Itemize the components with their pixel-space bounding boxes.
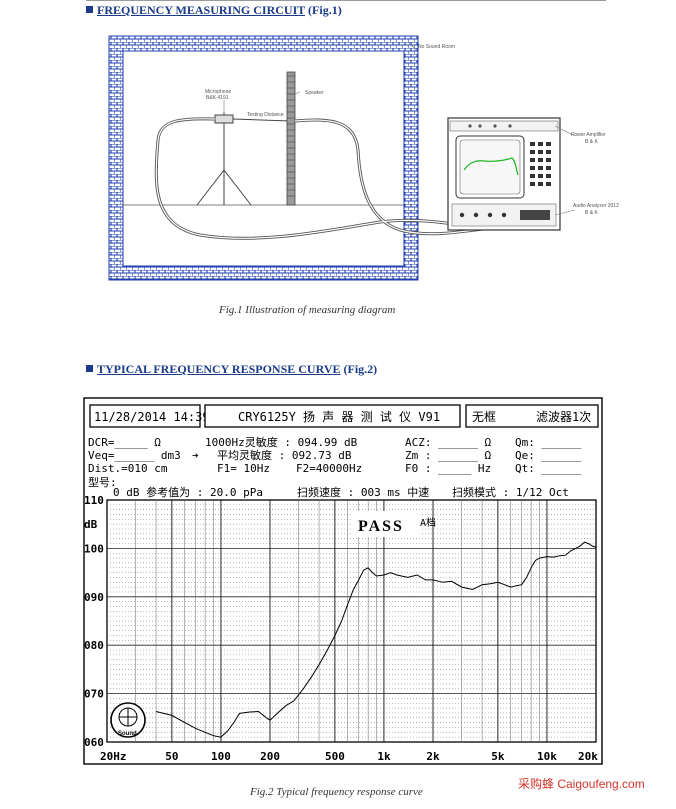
response-curve-line <box>155 541 597 738</box>
pass-badge: PASS A档 <box>352 511 436 537</box>
label-amplifier-brand: B & K <box>585 139 598 145</box>
x-tick-label: 2k <box>426 750 440 763</box>
param-reference: 0 dB 参考值为 : 20.0 pPa <box>113 485 263 499</box>
bullet-square-icon <box>86 365 93 372</box>
param-zm: Zm : ______ Ω <box>405 449 491 462</box>
label-room: No Sound Room <box>418 44 455 50</box>
header-filter: 滤波器1次 <box>536 410 591 424</box>
fig1-caption: Fig.1 Illustration of measuring diagram <box>219 304 396 316</box>
diagram-labels: No Sound Room Microphone B&K 4191 Testin… <box>205 44 619 216</box>
param-sensitivity: 1000Hz灵敏度 : 094.99 dB <box>205 435 358 449</box>
x-tick-label: 100 <box>211 750 231 763</box>
plot-grid <box>106 499 597 743</box>
speaker-column <box>286 71 296 206</box>
param-qt: Qt: ______ <box>515 462 582 475</box>
y-tick-label: 060 <box>84 736 104 749</box>
pass-label: PASS <box>358 518 404 535</box>
cables-inner <box>155 118 521 239</box>
section-heading-response-ref: (Fig.2) <box>343 362 378 376</box>
gear-label: A档 <box>420 516 436 529</box>
screen-header: 11/28/2014 14:39 CRY6125Y 扬 声 器 测 试 仪 V9… <box>89 404 599 428</box>
param-dcr: DCR=_____ Ω <box>88 436 161 449</box>
bullet-square-icon <box>86 6 93 13</box>
section-heading-response-link[interactable]: TYPICAL FREQUENCY RESPONSE CURVE <box>97 362 341 376</box>
param-qm: Qm: ______ <box>515 436 582 449</box>
y-tick-label: 080 <box>84 639 104 652</box>
watermark-text: 采购蜂 Caigoufeng.com <box>518 777 645 791</box>
label-speaker: Speaker <box>305 90 324 96</box>
x-tick-label: 5k <box>491 750 505 763</box>
section-heading-circuit-ref: (Fig.1) <box>308 3 342 17</box>
param-veq: Veq=______ dm3 <box>88 449 181 462</box>
screen-frame <box>83 397 603 765</box>
label-microphone-model: B&K 4191 <box>206 95 229 101</box>
param-f1: F1= 10Hz <box>217 462 270 475</box>
y-tick-label: dB <box>84 518 98 531</box>
label-analyzer-brand: B & K <box>585 210 598 216</box>
header-frame: 无框 <box>472 410 496 424</box>
label-distance: Testing Distance <box>247 112 284 118</box>
y-tick-label: 100 <box>84 542 104 555</box>
label-amplifier: Power Amplifier <box>571 132 606 138</box>
label-microphone: Microphone <box>205 89 231 95</box>
top-rule <box>86 0 606 1</box>
fig2-caption: Fig.2 Typical frequency response curve <box>250 786 423 798</box>
label-analyzer: Audio Analyzer 2012 <box>573 203 619 209</box>
param-sweep-speed: 扫频速度 : 003 ms 中速 <box>297 485 429 499</box>
y-tick-label: 070 <box>84 688 104 701</box>
leader-lines <box>223 41 576 216</box>
param-qe: Qe: ______ <box>515 449 582 462</box>
param-f0: F0 : _____ Hz <box>405 462 491 475</box>
y-tick-label: 110 <box>84 494 104 507</box>
header-datetime: 11/28/2014 14:39 <box>94 410 210 424</box>
section-heading-circuit: FREQUENCY MEASURING CIRCUIT (Fig.1) <box>86 3 342 18</box>
x-tick-label: 50 <box>165 750 178 763</box>
test-instrument-rack <box>447 117 561 231</box>
param-acz: ACZ: ______ Ω <box>405 436 491 449</box>
x-tick-label: 10k <box>537 750 557 763</box>
x-tick-label: 20k <box>578 750 598 763</box>
screen-params: DCR=_____ Ω 1000Hz灵敏度 : 094.99 dB ACZ: _… <box>88 435 582 499</box>
arrow-right-icon: ➔ <box>192 449 199 462</box>
section-heading-circuit-link[interactable]: FREQUENCY MEASURING CIRCUIT <box>97 3 306 17</box>
x-tick-label: 500 <box>325 750 345 763</box>
x-tick-label: 1k <box>377 750 391 763</box>
param-sweep-mode: 扫频模式 : 1/12 Oct <box>452 485 569 499</box>
param-avg-sensitivity: 平均灵敏度 : 092.73 dB <box>217 448 352 462</box>
section-heading-response: TYPICAL FREQUENCY RESPONSE CURVE (Fig.2) <box>86 362 377 377</box>
param-model: 型号: <box>88 475 117 489</box>
header-instrument: CRY6125Y 扬 声 器 测 试 仪 V91 <box>238 409 440 424</box>
param-f2: F2=40000Hz <box>296 462 362 475</box>
sound-logo: Sound <box>110 702 146 738</box>
no-sound-room <box>108 35 419 281</box>
x-tick-label: 200 <box>260 750 280 763</box>
y-tick-label: 090 <box>84 591 104 604</box>
logo-text: Sound <box>118 731 137 737</box>
param-distance: Dist.=010 cm <box>88 462 168 475</box>
x-tick-label: 20Hz <box>100 750 127 763</box>
measuring-diagram: No Sound Room Microphone B&K 4191 Testin… <box>108 35 619 281</box>
